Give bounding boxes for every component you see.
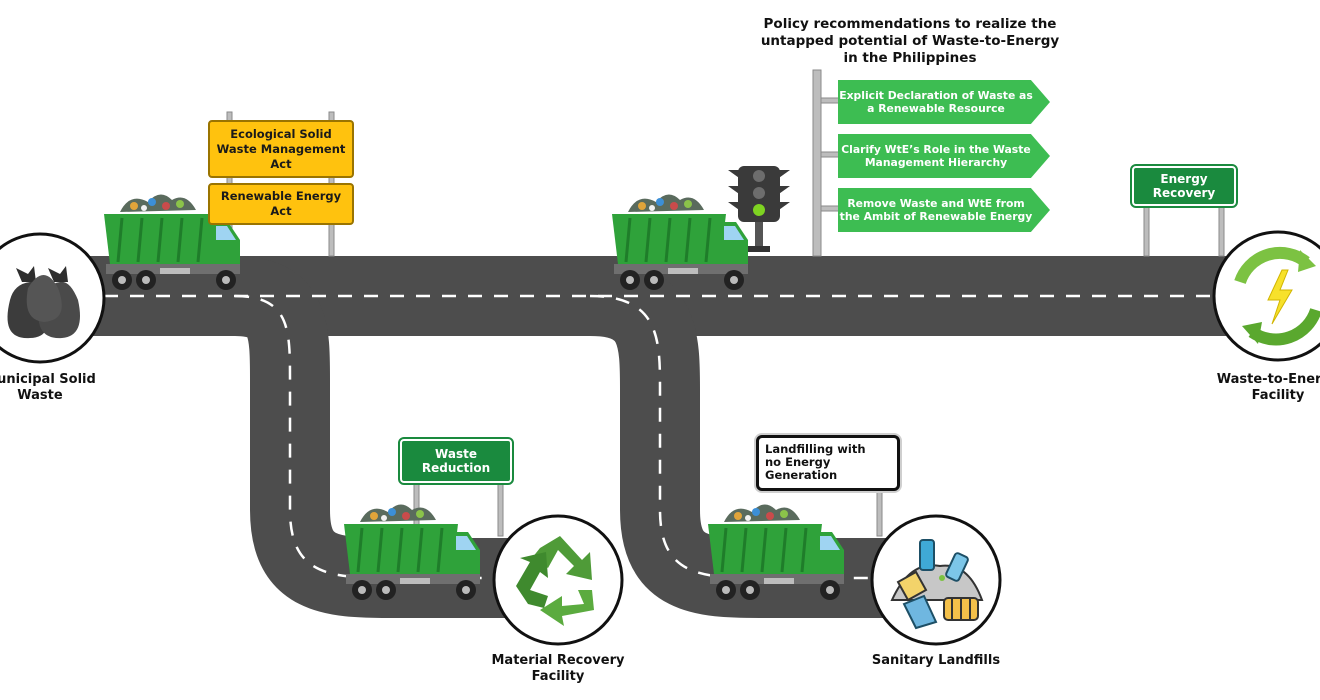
node-sanitary-landfills xyxy=(870,514,1002,646)
policy-sign-hierarchy: Clarify WtE’s Role in the Waste Manageme… xyxy=(838,134,1050,178)
law-sign-renewable: Renewable Energy Act xyxy=(208,183,354,225)
label-material-recovery: Material Recovery Facility xyxy=(491,653,625,684)
node-material-recovery xyxy=(492,514,624,646)
node-municipal-solid-waste xyxy=(0,232,106,364)
landfill-trash-icon xyxy=(890,539,984,630)
landfilling-sign-text: Landfilling with no Energy Generation xyxy=(765,442,866,482)
law-sign-ecological: Ecological Solid Waste Management Act xyxy=(208,120,354,178)
recycle-icon xyxy=(516,536,594,626)
label-sanitary-landfills: Sanitary Landfills xyxy=(871,653,1001,668)
policy-sign-ambit: Remove Waste and WtE from the Ambit of R… xyxy=(838,188,1050,232)
traffic-light-icon xyxy=(728,166,790,252)
policy-sign-declaration: Explicit Declaration of Waste as a Renew… xyxy=(838,80,1050,124)
label-waste-to-energy: Waste-to-Energy Facility xyxy=(1216,372,1320,403)
waste-reduction-sign: Waste Reduction xyxy=(398,437,514,485)
energy-recycle-icon xyxy=(1234,246,1320,346)
node-waste-to-energy xyxy=(1212,230,1320,362)
energy-recovery-sign: Energy Recovery xyxy=(1130,164,1238,208)
label-municipal-solid-waste: Municipal Solid Waste xyxy=(0,372,96,403)
garbage-bags-icon xyxy=(7,266,80,339)
policy-title: Policy recommendations to realize the un… xyxy=(760,16,1060,66)
road-network xyxy=(0,251,1320,623)
landfilling-sign: Landfilling with no Energy Generation xyxy=(756,435,900,491)
